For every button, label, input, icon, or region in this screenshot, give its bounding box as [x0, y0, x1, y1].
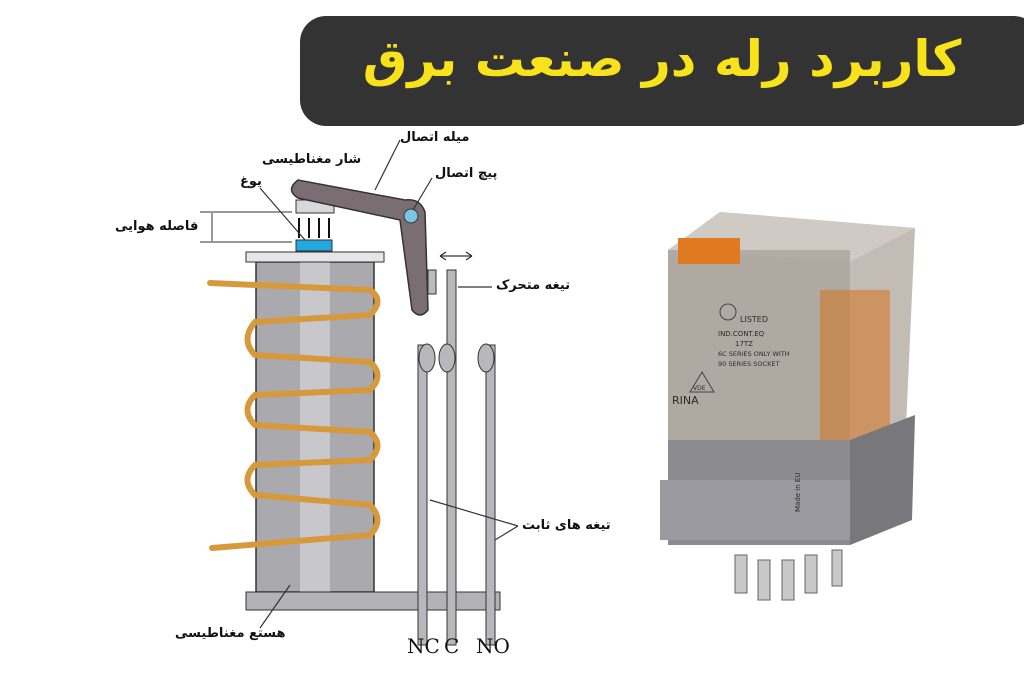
base-plate: [245, 591, 501, 611]
leader-lines: [259, 139, 519, 629]
label-rod: میله اتصال: [400, 130, 470, 145]
motion-arrow: [439, 251, 473, 261]
terminal-c: C: [444, 634, 460, 658]
ul-logo-icon: [719, 303, 737, 321]
label-air-gap: فاصله هوایی: [115, 219, 199, 234]
terminal-no: NO: [476, 634, 510, 658]
relay-marking-cont-eq: IND.CONT.EQ: [718, 330, 765, 338]
terminal-nc: NC: [407, 634, 440, 658]
pivot-screw: [403, 208, 419, 224]
relay-marking-model: 17TZ: [735, 340, 753, 348]
label-yoke: یوغ: [240, 174, 262, 189]
title-banner: [300, 16, 1024, 126]
flux-arrows: [298, 218, 330, 238]
moving-contact: [427, 269, 437, 295]
relay-marking-made-in: Made in EU: [794, 473, 802, 512]
relay-marking-socket: 90 SERIES SOCKET: [718, 360, 779, 368]
label-flux: شار مغناطیسی: [262, 152, 362, 167]
relay-marking-vde: VDE: [693, 385, 706, 392]
page-title: کاربرد رله در صنعت برق: [362, 30, 962, 88]
blades: [417, 269, 496, 646]
relay-marking-listed: LISTED: [740, 315, 768, 324]
top-plate: [245, 251, 385, 263]
label-pivot: پیچ اتصال: [435, 166, 498, 181]
coil: [207, 280, 381, 551]
yoke: [295, 239, 333, 252]
relay-marking-series: 6C SERIES ONLY WITH: [718, 350, 790, 358]
label-moving-blade: تیغه متحرک: [496, 278, 571, 293]
vde-logo-icon: [689, 371, 715, 393]
label-fixed-blades: تیغه های ثابت: [522, 518, 611, 533]
relay-photo: LISTED IND.CONT.EQ 17TZ 6C SERIES ONLY W…: [660, 212, 915, 601]
armature-arm: [290, 179, 429, 316]
label-core: هستع مغناطیسی: [175, 626, 286, 641]
air-gap-marker: [200, 211, 292, 243]
relay-marking-rina: RINA: [672, 394, 699, 407]
